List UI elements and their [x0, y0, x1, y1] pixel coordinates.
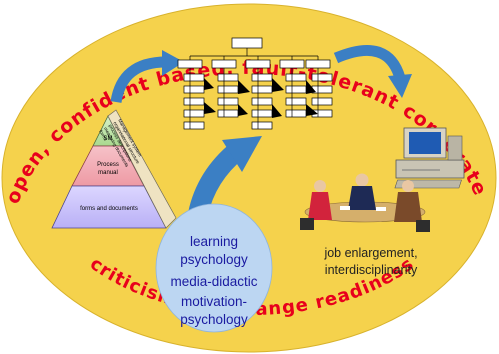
- pyramid-middle-label-1: Process: [97, 162, 119, 168]
- bubble-line-1: learning: [190, 234, 238, 249]
- job-label-line-1: job enlargement,: [323, 246, 417, 260]
- arrow-to-computer: [333, 45, 412, 98]
- job-label-line-2: interdisciplinarity: [325, 263, 418, 277]
- bubble-line-5: psychology: [180, 312, 248, 327]
- pyramid-side-line-5: forms: [98, 129, 108, 142]
- pyramid-bottom-label: forms and documents: [80, 206, 138, 212]
- arrow-to-orgchart: [110, 50, 184, 104]
- bubble-line-3: media-didactic: [170, 274, 257, 289]
- pyramid-side-face: [107, 109, 177, 229]
- computer-icon: [394, 127, 465, 189]
- bubble-line-4: motivation-: [181, 294, 247, 309]
- learning-bubble: [155, 203, 273, 333]
- bubble-line-2: psychology: [180, 252, 248, 267]
- meeting-people-image: [300, 173, 430, 232]
- culture-ellipse: [1, 3, 497, 353]
- pyramid-top-label: SM: [104, 136, 113, 142]
- org-chart: [177, 37, 333, 130]
- document-pyramid: SM Process manual forms and documents Ma…: [51, 109, 177, 229]
- pyramid-middle-label-2: manual: [98, 170, 118, 176]
